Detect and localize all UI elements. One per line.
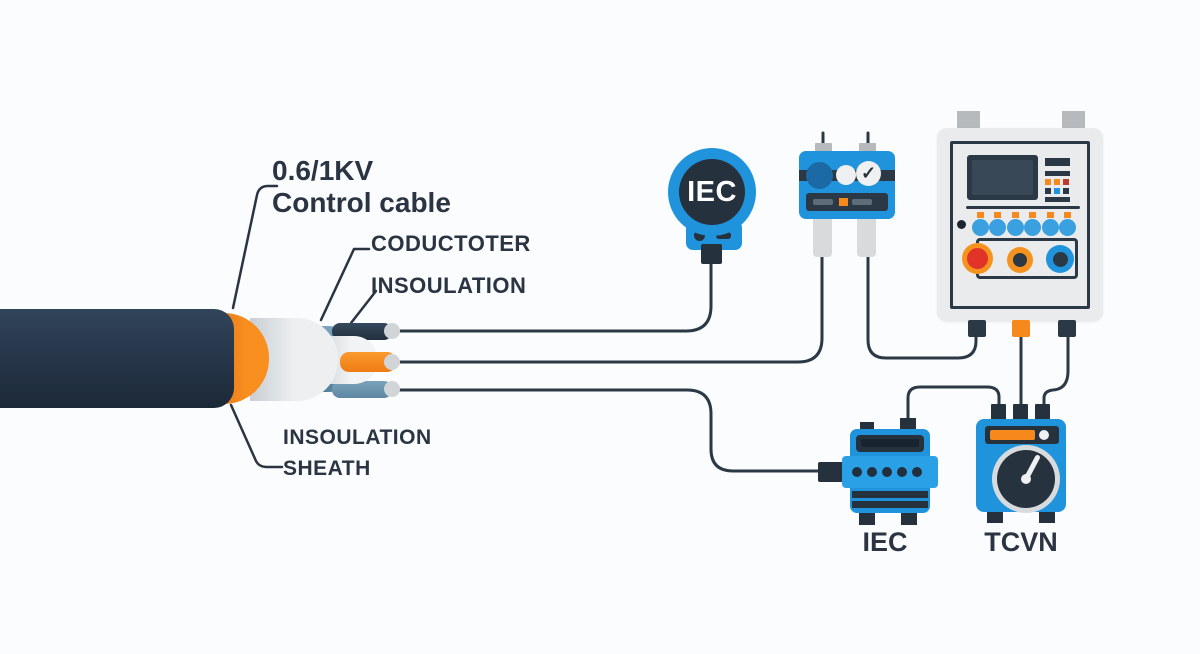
- cable-title-type: Control cable: [272, 187, 451, 218]
- label-insulation-bottom: INSOULATION: [283, 426, 432, 449]
- panel-knob-orange-center: [1013, 253, 1027, 267]
- tcvn-foot-left: [987, 512, 1003, 523]
- cable-cutaway: [0, 0, 420, 430]
- tcvn-topbar-orange: [990, 430, 1035, 440]
- leader-conductor: [319, 247, 371, 322]
- panel-ind-sq-4: [1029, 212, 1036, 218]
- panel-ind-sq-2: [994, 212, 1001, 218]
- wire-panel-to-tcvn-right: [1042, 334, 1070, 408]
- panel-tab-right: [1062, 111, 1085, 129]
- analyzer-dial-white: [836, 165, 856, 185]
- analyzer-band-led: [839, 198, 848, 206]
- cable-strand-middle-tip: [384, 354, 400, 370]
- cable-strand-middle: [340, 352, 396, 372]
- iec-tester-foot-right: [901, 513, 917, 525]
- iec-badge-text: IEC: [687, 175, 737, 208]
- wire-iec-tester-to-tcvn-left: [906, 385, 1001, 428]
- iec-tester-dot-3: [882, 467, 892, 477]
- iec-tester-slot-inner: [861, 439, 919, 447]
- analyzer-dial-check: ✓: [856, 161, 881, 186]
- panel-led-r2c3: [1063, 188, 1069, 194]
- analyzer-leg-right: [857, 216, 876, 257]
- iec-badge-base-dash: [716, 232, 731, 239]
- iec-tester-stripe-1: [852, 491, 928, 498]
- panel-inner-frame: [950, 141, 1090, 309]
- tcvn-post-left: [991, 404, 1006, 421]
- wire-conductor-to-iec-badge: [394, 261, 713, 333]
- leader-insulation-top: [349, 289, 378, 325]
- iec-tester-dot-5: [912, 467, 922, 477]
- panel-readout-bar-2: [1045, 171, 1070, 176]
- label-conductor: CODUCTOTER: [371, 231, 531, 256]
- iec-badge-plug: [701, 244, 722, 264]
- analyzer-band-dash-right: [852, 199, 872, 205]
- panel-button-6: [1059, 219, 1076, 236]
- panel-divider-line: [966, 206, 1080, 209]
- tcvn-topbar-dot: [1039, 430, 1049, 440]
- panel-led-r2c1: [1045, 188, 1051, 194]
- panel-connector-left: [968, 320, 986, 337]
- analyzer-leg-left: [813, 216, 832, 257]
- label-standard-iec: IEC: [862, 527, 908, 557]
- panel-connector-mid: [1012, 320, 1030, 337]
- label-standard-tcvn: TCVN: [984, 527, 1058, 557]
- leader-title: [231, 184, 279, 310]
- wire-analyzer-to-panel: [866, 252, 978, 360]
- panel-ind-sq-1: [977, 212, 984, 218]
- cable-strand-bottom: [332, 381, 392, 398]
- panel-button-5: [1042, 219, 1059, 236]
- wire-bottom-to-iec-tester: [394, 388, 828, 473]
- cable-title: 0.6/1KV Control cable: [272, 155, 451, 219]
- analyzer-post-right: [859, 143, 876, 152]
- tcvn-post-mid: [1013, 404, 1028, 421]
- wire-middle-to-analyzer: [394, 252, 824, 364]
- panel-readout-bar-3: [1045, 197, 1070, 202]
- panel-power-dot: [957, 220, 966, 229]
- iec-badge-face: IEC: [679, 159, 745, 225]
- iec-tester-dot-4: [897, 467, 907, 477]
- panel-ind-sq-5: [1047, 212, 1054, 218]
- panel-led-r1c1: [1045, 179, 1051, 185]
- iec-tester-post-right: [900, 418, 916, 432]
- label-insulation-top: INSOULATION: [371, 273, 527, 298]
- tcvn-gauge-hub: [1021, 474, 1031, 484]
- panel-button-4: [1024, 219, 1041, 236]
- iec-tester-stripe-2: [852, 501, 928, 508]
- leader-sheath: [229, 403, 284, 469]
- cable-strand-top-tip: [384, 323, 400, 339]
- panel-screen-inner: [972, 160, 1033, 195]
- panel-tab-left: [957, 111, 980, 129]
- iec-tester-dot-2: [867, 467, 877, 477]
- panel-button-1: [972, 219, 989, 236]
- cable-strand-top: [332, 323, 392, 340]
- panel-ind-sq-3: [1012, 212, 1019, 218]
- panel-connector-right: [1058, 320, 1076, 337]
- panel-led-r1c2: [1054, 179, 1060, 185]
- panel-readout-bar-1: [1045, 158, 1070, 166]
- panel-button-2: [989, 219, 1006, 236]
- panel-button-3: [1007, 219, 1024, 236]
- panel-knob-blue-center: [1053, 252, 1068, 267]
- analyzer-band-dash-left: [813, 199, 833, 205]
- analyzer-post-left: [815, 143, 832, 152]
- check-icon: ✓: [860, 163, 877, 183]
- iec-tester-foot-left: [859, 513, 875, 525]
- iec-tester-post-left: [860, 422, 874, 432]
- tcvn-post-right: [1035, 404, 1050, 421]
- panel-knob-red: [967, 248, 988, 269]
- iec-tester-input-plug: [818, 462, 848, 482]
- cable-title-voltage: 0.6/1KV: [272, 155, 374, 186]
- iec-tester-dot-1: [852, 467, 862, 477]
- analyzer-dial-dark: [806, 162, 833, 189]
- panel-led-r2c2: [1054, 188, 1060, 194]
- tcvn-foot-right: [1039, 512, 1055, 523]
- cable-strand-bottom-tip: [384, 381, 400, 397]
- cable-sheath: [0, 309, 234, 408]
- label-sheath: SHEATH: [283, 457, 371, 480]
- panel-led-r1c3: [1063, 179, 1069, 185]
- iec-badge-base-dot: [694, 230, 705, 241]
- panel-ind-sq-6: [1064, 212, 1071, 218]
